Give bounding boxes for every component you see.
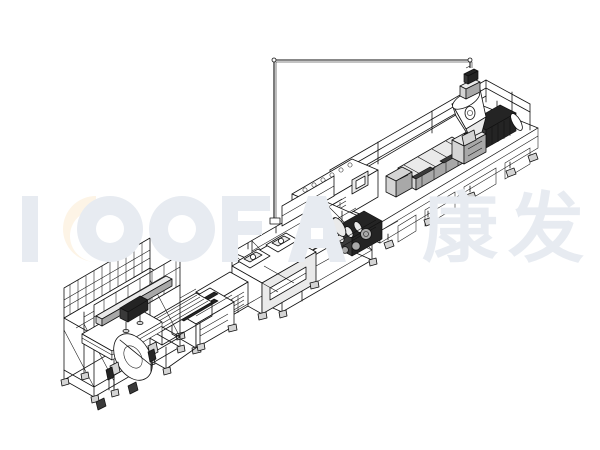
pneumatic-actuators [95, 348, 157, 411]
screen-changer-unit [385, 166, 413, 198]
feed-hopper-unit [451, 65, 487, 147]
traverse-beam [95, 275, 173, 333]
